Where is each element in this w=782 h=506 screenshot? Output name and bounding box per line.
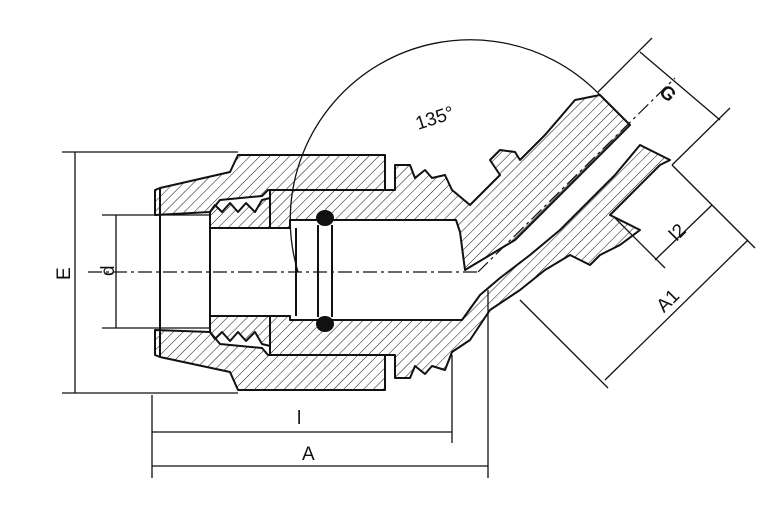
o-ring-lower <box>316 316 334 332</box>
label-A1: A1 <box>653 286 684 317</box>
angle-arc-135 <box>289 39 601 273</box>
clamp-ring-lower <box>209 315 271 347</box>
dim-line-A1 <box>604 239 749 381</box>
label-d: d <box>98 265 119 276</box>
label-l2: l2 <box>665 220 690 245</box>
label-G: G <box>655 81 680 106</box>
clamp-ring-upper <box>209 197 271 229</box>
dim-line-G <box>639 51 721 121</box>
o-ring-upper <box>316 210 334 226</box>
label-A: A <box>302 444 315 465</box>
label-l: l <box>297 408 301 429</box>
centerline-angled <box>477 77 676 273</box>
label-angle: 135° <box>413 103 457 135</box>
body-lower <box>269 144 671 379</box>
dim-line-l2 <box>654 204 713 261</box>
body-upper <box>269 94 631 271</box>
label-E: E <box>54 267 75 280</box>
